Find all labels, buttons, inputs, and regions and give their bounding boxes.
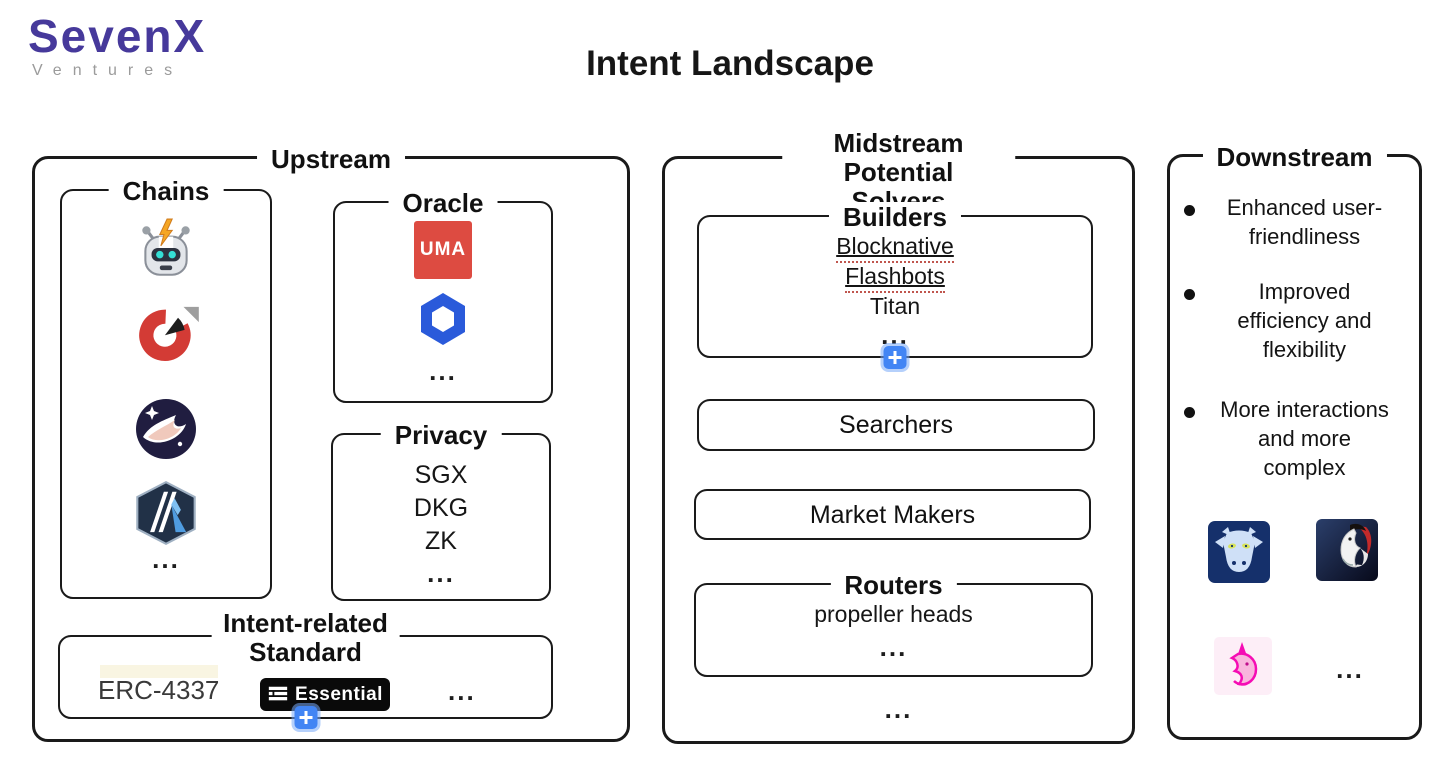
privacy-ellipsis: ... bbox=[427, 558, 455, 588]
erc-4337-text: ERC-4337 bbox=[98, 675, 220, 705]
cowswap-icon bbox=[1208, 521, 1270, 588]
routers-ellipsis: ... bbox=[879, 632, 908, 662]
bullet-dot bbox=[1184, 407, 1195, 418]
chains-box: Chains bbox=[60, 176, 272, 599]
page-title: Intent Landscape bbox=[586, 44, 874, 83]
intent-standard-box: Intent-related Standard ERC-4337 Essenti… bbox=[58, 609, 553, 729]
erc-4337-item: ERC-4337 bbox=[98, 665, 220, 706]
uniswap-icon bbox=[1214, 637, 1272, 700]
privacy-box: Privacy SGX DKG ZK ... bbox=[331, 420, 551, 601]
midstream-label: Midstream Potential Solvers bbox=[781, 129, 1016, 216]
bullet-dot bbox=[1184, 205, 1195, 216]
erc-highlight bbox=[100, 665, 218, 678]
upstream-section: Upstream Chains bbox=[32, 144, 630, 742]
searchers-box: Searchers bbox=[697, 399, 1095, 451]
standard-ellipsis: ... bbox=[448, 676, 476, 706]
upstream-label: Upstream bbox=[257, 144, 405, 174]
downstream-label: Downstream bbox=[1202, 142, 1387, 172]
add-comment-button[interactable] bbox=[294, 706, 317, 729]
chains-label: Chains bbox=[108, 176, 224, 206]
downstream-section: Downstream Enhanced user- friendliness I… bbox=[1167, 142, 1422, 740]
essential-label: Essential bbox=[295, 683, 383, 705]
flashbots-label: Flashbots bbox=[845, 263, 945, 289]
bullet-text-user-friendliness: Enhanced user- friendliness bbox=[1226, 195, 1383, 249]
builders-label: Builders bbox=[828, 202, 962, 232]
arbitrum-icon bbox=[132, 479, 200, 552]
oracle-label: Oracle bbox=[388, 188, 498, 218]
essential-icon bbox=[268, 686, 288, 700]
market-makers-label: Market Makers bbox=[809, 501, 976, 529]
navy-comet-chain-icon bbox=[134, 397, 198, 466]
oracle-box: Oracle UMA ... bbox=[333, 188, 553, 403]
bullet-dot bbox=[1184, 289, 1195, 300]
essential-badge: Essential bbox=[260, 678, 390, 711]
logo-wordmark: SevenX bbox=[28, 10, 207, 62]
oracle-ellipsis: ... bbox=[429, 356, 457, 386]
searchers-label: Searchers bbox=[839, 411, 953, 439]
flashbots-link[interactable]: Flashbots bbox=[845, 263, 945, 293]
chains-ellipsis: ... bbox=[152, 544, 180, 574]
red-donut-chain-icon bbox=[131, 297, 201, 372]
bullet-text-efficiency: Improved efficiency and flexibility bbox=[1237, 279, 1372, 362]
add-comment-button[interactable] bbox=[883, 346, 907, 369]
midstream-section: Midstream Potential Solvers Builders Blo… bbox=[662, 129, 1135, 744]
privacy-item-zk: ZK bbox=[425, 527, 457, 555]
builders-box: Builders Blocknative Flashbots Titan ... bbox=[697, 202, 1093, 369]
privacy-item-sgx: SGX bbox=[414, 461, 468, 489]
market-makers-box: Market Makers bbox=[694, 489, 1091, 540]
oneinch-icon bbox=[1316, 519, 1378, 586]
logo-subtitle: Ventures bbox=[32, 62, 184, 79]
privacy-item-dkg: DKG bbox=[413, 494, 469, 522]
blocknative-label: Blocknative bbox=[836, 233, 954, 259]
builders-ellipsis: ... bbox=[881, 320, 909, 350]
intent-standard-label: Intent-related Standard bbox=[211, 609, 400, 667]
privacy-label: Privacy bbox=[380, 420, 502, 450]
sevenx-logo: SevenX Ventures bbox=[28, 12, 206, 80]
routers-box: Routers propeller heads ... bbox=[694, 570, 1093, 677]
propeller-heads-text: propeller heads bbox=[814, 601, 973, 627]
robot-chain-icon bbox=[133, 217, 199, 288]
bullet-text-interactions: More interactions and more complex bbox=[1220, 397, 1389, 480]
routers-label: Routers bbox=[830, 570, 957, 600]
chainlink-icon bbox=[413, 289, 473, 354]
midstream-ellipsis: ... bbox=[884, 694, 913, 724]
uma-logo: UMA bbox=[414, 221, 472, 279]
blocknative-link[interactable]: Blocknative bbox=[836, 233, 954, 263]
titan-text: Titan bbox=[869, 293, 921, 319]
uma-logo-text: UMA bbox=[419, 239, 467, 260]
downstream-ellipsis: ... bbox=[1336, 654, 1364, 684]
